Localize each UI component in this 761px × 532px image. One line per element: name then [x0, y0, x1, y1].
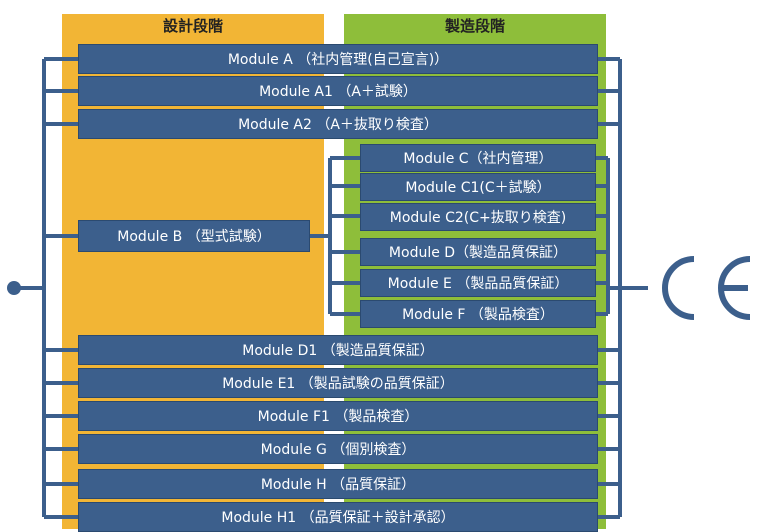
module-c: Module C（社内管理）	[360, 144, 596, 172]
ce-mark-icon	[662, 256, 751, 320]
module-b: Module B （型式試験）	[78, 220, 310, 252]
module-c2: Module C2(C+抜取り検査)	[360, 203, 596, 231]
module-g: Module G （個別検査）	[78, 434, 598, 464]
module-f: Module F （製品検査）	[360, 300, 596, 328]
module-d: Module D（製造品質保証）	[360, 238, 596, 266]
module-d1: Module D1 （製造品質保証）	[78, 335, 598, 365]
module-h1: Module H1 （品質保証＋設計承認）	[78, 502, 598, 532]
module-a2: Module A2 （A＋抜取り検査）	[78, 109, 598, 139]
module-a1: Module A1 （A＋試験）	[78, 76, 598, 106]
design-phase-label: 設計段階	[162, 17, 223, 35]
module-c1: Module C1(C＋試験）	[360, 173, 596, 201]
module-f1: Module F1 （製品検査）	[78, 401, 598, 431]
module-h: Module H （品質保証）	[78, 469, 598, 499]
module-e1: Module E1 （製品試験の品質保証）	[78, 368, 598, 398]
manufacturing-phase-label: 製造段階	[444, 17, 505, 35]
module-e: Module E （製品品質保証）	[360, 269, 596, 297]
module-a: Module A （社内管理(自己宣言)）	[78, 44, 598, 74]
